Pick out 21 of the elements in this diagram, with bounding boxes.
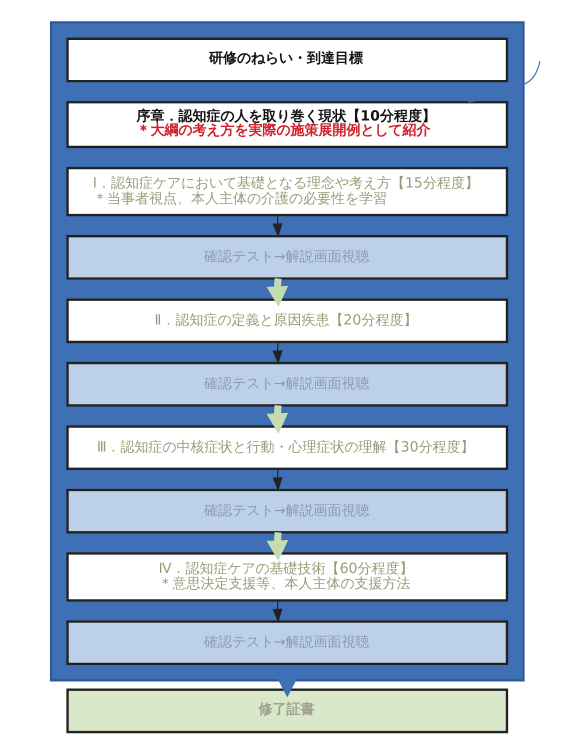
arrow	[272, 468, 282, 492]
arrow	[272, 342, 282, 365]
node-box: Ⅱ．認知症の定義と原因疾患【20分程度】	[66, 298, 508, 344]
node-box: 確認テスト→解説画面視聴	[66, 620, 508, 666]
arrow	[272, 600, 282, 623]
node-box: 研修のねらい・到達目標	[66, 38, 508, 82]
node-box: Ⅳ．認知症ケアの基礎技術【60分程度】 ＊意思決定支援等、本人主体の支援方法	[66, 552, 508, 602]
node-box: Ⅰ．認知症ケアにおいて基礎となる理念や考え方【15分程度】 ＊当事者視点、本人主体の介護の必要性を学習	[66, 166, 508, 216]
node-box: 確認テスト→解説画面視聴	[66, 362, 508, 407]
connector	[468, 61, 540, 103]
node-box: 序章．認知症の人を取り巻く現状【10分程度】 ＊大綱の考え方を実際の施策展開例として紹介	[66, 101, 508, 148]
arrow	[266, 405, 288, 434]
node-box: 修了証書	[66, 688, 508, 734]
arrow	[266, 278, 288, 307]
arrow	[276, 676, 298, 698]
arrow	[266, 532, 288, 561]
cluster	[50, 21, 525, 682]
node-box: 確認テスト→解説画面視聴	[66, 235, 508, 280]
node-box: Ⅲ．認知症の中核症状と行動・心理症状の理解【30分程度】	[66, 425, 508, 470]
arrow	[272, 215, 282, 238]
node-box: 確認テスト→解説画面視聴	[66, 488, 508, 534]
